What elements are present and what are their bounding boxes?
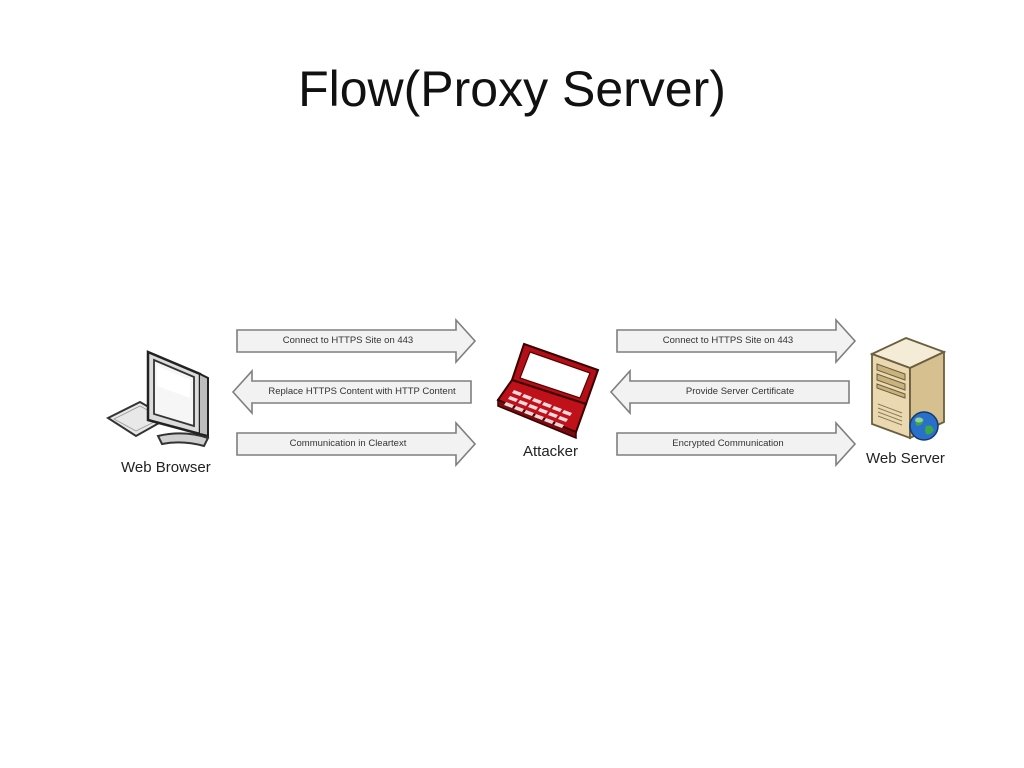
right-arrow-3-label: Encrypted Communication [672, 438, 784, 449]
server-tower-icon [862, 334, 952, 446]
right-arrow-1 [614, 318, 858, 364]
red-laptop-icon [494, 340, 604, 440]
right-arrow-1-label: Connect to HTTPS Site on 443 [662, 335, 794, 346]
web-server-label: Web Server [866, 450, 945, 467]
slide-title: Flow(Proxy Server) [298, 61, 726, 117]
left-arrow-1 [234, 318, 478, 364]
right-arrow-2-label: Provide Server Certificate [685, 386, 795, 397]
right-arrow-2 [608, 368, 852, 416]
right-arrow-3 [614, 420, 858, 468]
web-browser-label: Web Browser [121, 459, 211, 476]
left-arrow-3-label: Communication in Cleartext [289, 438, 407, 449]
attacker-label: Attacker [523, 443, 579, 460]
left-arrow-2-label: Replace HTTPS Content with HTTP Content [268, 386, 456, 397]
left-arrow-1-label: Connect to HTTPS Site on 443 [282, 335, 414, 346]
desktop-computer-icon [104, 346, 216, 458]
left-arrow-2 [230, 368, 474, 416]
left-arrow-3 [234, 420, 478, 468]
